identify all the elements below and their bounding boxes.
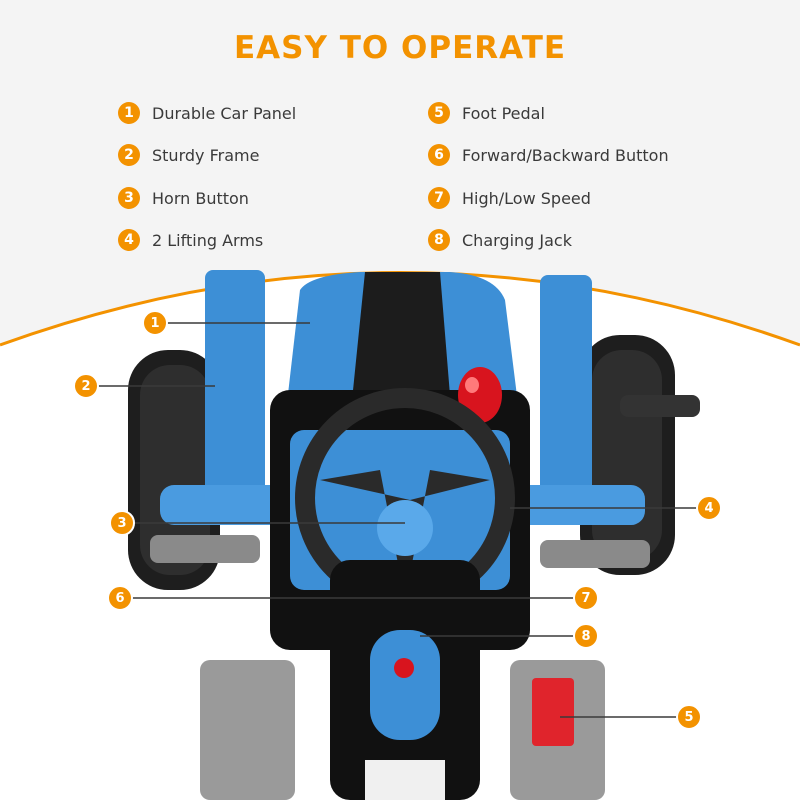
feature-label: Horn Button bbox=[152, 188, 249, 208]
feature-label: High/Low Speed bbox=[462, 188, 591, 208]
feature-label: Foot Pedal bbox=[462, 103, 545, 123]
feature-label: 2 Lifting Arms bbox=[152, 230, 264, 250]
callout-badge: 3 bbox=[109, 510, 135, 536]
feature-item: 4 2 Lifting Arms bbox=[118, 227, 263, 253]
right-wheel bbox=[580, 335, 700, 575]
feature-number-badge: 1 bbox=[118, 102, 140, 124]
feature-number-badge: 4 bbox=[118, 229, 140, 251]
callout-badge: 5 bbox=[676, 704, 702, 730]
feature-label: Durable Car Panel bbox=[152, 103, 297, 123]
feature-label: Forward/Backward Button bbox=[462, 145, 669, 165]
feature-item: 8 Charging Jack bbox=[428, 227, 572, 253]
callout-badge: 1 bbox=[142, 310, 168, 336]
feature-item: 5 Foot Pedal bbox=[428, 100, 545, 126]
feature-number-badge: 2 bbox=[118, 144, 140, 166]
feature-label: Sturdy Frame bbox=[152, 145, 260, 165]
feature-item: 3 Horn Button bbox=[118, 185, 249, 211]
feature-item: 2 Sturdy Frame bbox=[118, 142, 259, 168]
feature-item: 1 Durable Car Panel bbox=[118, 100, 296, 126]
feature-number-badge: 8 bbox=[428, 229, 450, 251]
feature-item: 7 High/Low Speed bbox=[428, 185, 591, 211]
feature-number-badge: 5 bbox=[428, 102, 450, 124]
feature-item: 6 Forward/Backward Button bbox=[428, 142, 669, 168]
page-title: EASY TO OPERATE bbox=[233, 30, 567, 66]
callout-badge: 6 bbox=[107, 585, 133, 611]
feature-number-badge: 6 bbox=[428, 144, 450, 166]
callout-badge: 2 bbox=[73, 373, 99, 399]
callout-badge: 8 bbox=[573, 623, 599, 649]
feature-label: Charging Jack bbox=[462, 230, 572, 250]
callout-lines bbox=[97, 322, 698, 718]
footrests bbox=[200, 660, 605, 800]
feature-number-badge: 7 bbox=[428, 187, 450, 209]
callout-badge: 4 bbox=[696, 495, 722, 521]
callout-badge: 7 bbox=[573, 585, 599, 611]
lower-console bbox=[330, 560, 480, 800]
lifting-arms bbox=[150, 270, 650, 568]
feature-number-badge: 3 bbox=[118, 187, 140, 209]
